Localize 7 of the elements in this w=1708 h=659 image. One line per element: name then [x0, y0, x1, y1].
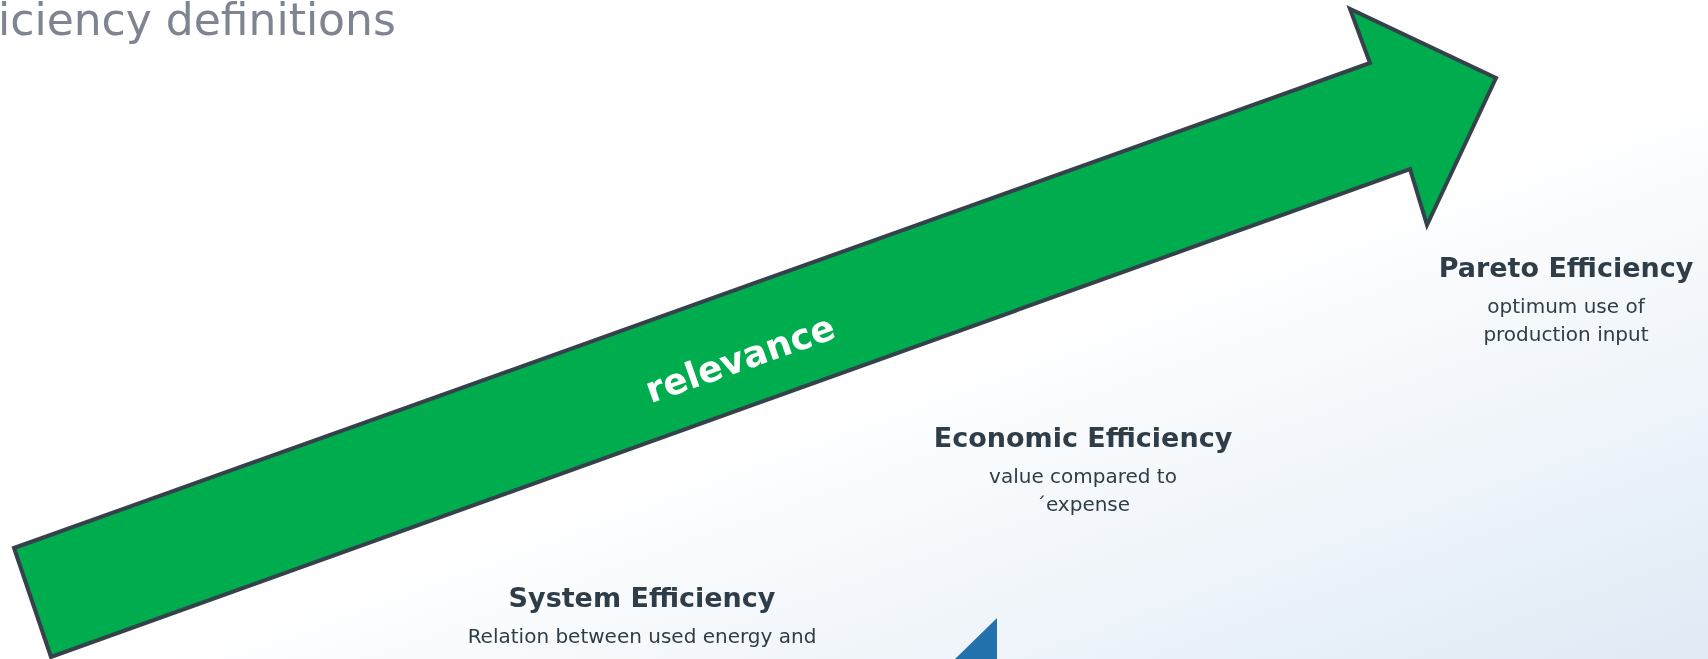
heading: System Efficiency — [508, 582, 776, 613]
heading: Economic Efficiency — [933, 422, 1233, 453]
heading: Pareto Efficiency — [1438, 252, 1694, 283]
description: value compared to´expense — [988, 463, 1178, 518]
description: optimum use of production input — [1482, 293, 1650, 348]
description: Relation between used energy and — [467, 623, 817, 650]
slide-title: iciency definitions — [0, 0, 396, 45]
